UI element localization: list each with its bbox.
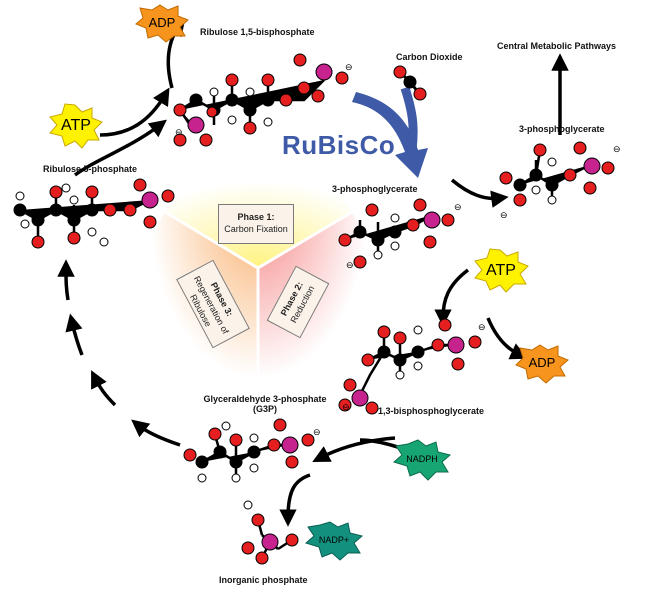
label-pi: Inorganic phosphate [219,575,308,585]
arrow-pga-bpg [434,268,470,327]
label-pga-out: 3-phosphoglycerate [519,124,605,134]
label-g3p: Glyceraldehyde 3-phosphate (G3P) [195,394,335,414]
cycle-arrow-2 [91,370,117,407]
nadph-badge: NADPH [392,439,452,481]
atp-badge-right: ATP [474,248,529,293]
rubisco-label: RuBisCo [282,130,396,160]
phase1-box: Phase 1: Carbon Fixation [218,204,294,244]
label-central-pathways: Central Metabolic Pathways [497,41,617,51]
svg-text:⊖: ⊖ [500,210,508,220]
svg-text:⊖: ⊖ [345,62,353,72]
label-g3p-line2: (G3P) [252,404,277,414]
svg-text:⊖: ⊖ [342,402,350,412]
atp-label-right: ATP [486,262,516,279]
arrow-pga-out [450,178,509,208]
nadp-label: NADP+ [319,535,349,545]
adp-badge-top: ADP [135,4,189,43]
co2-arrow [400,86,418,151]
cycle-arrow-1 [131,419,181,447]
adp-badge-right: ADP [515,344,569,384]
label-rubp: Ribulose 1,5-bisphosphate [200,27,315,37]
cycle-arrow-4 [57,259,75,301]
adp-label-right: ADP [529,355,556,370]
arrow-r5p-rubp [73,119,167,177]
nadp-badge: NADP+ [304,521,364,561]
svg-text:⊖: ⊖ [313,427,321,437]
phase-divider [164,210,259,270]
svg-text:⊖: ⊖ [175,127,183,137]
charge-marks: ⊖ ⊖ ⊖ ⊖ ⊖ ⊖ ⊖ ⊖ ⊖ [175,62,621,437]
atoms [13,53,615,565]
phase1-title: Phase 1: [237,212,275,222]
arrow-atp-in [99,87,170,137]
phase1-name: Carbon Fixation [224,224,288,234]
arrow-bpg-g3p [312,436,396,463]
label-r5p: Ribulose 5-phosphate [43,164,138,174]
adp-label-top: ADP [149,15,176,30]
svg-text:⊖: ⊖ [454,202,462,212]
phase-divider [257,210,353,270]
svg-text:⊖: ⊖ [478,322,486,332]
atp-badge-top: ATP [49,103,103,149]
cycle-arrow-3 [65,313,84,356]
rubisco-arrow [352,92,428,178]
svg-text:⊖: ⊖ [613,144,621,154]
arrow-g3p-pi [279,473,311,527]
nadph-label: NADPH [406,454,438,464]
label-bpg: 1,3-bisphosphoglycerate [378,406,485,416]
label-co2: Carbon Dioxide [396,52,463,62]
label-pga: 3-phosphoglycerate [332,184,418,194]
atp-label-top: ATP [61,117,91,134]
arrow-adp-out [486,317,528,360]
svg-text:⊖: ⊖ [346,260,354,270]
label-g3p-line1: Glyceraldehyde 3-phosphate [203,394,327,404]
cycle-arrows [57,18,569,527]
